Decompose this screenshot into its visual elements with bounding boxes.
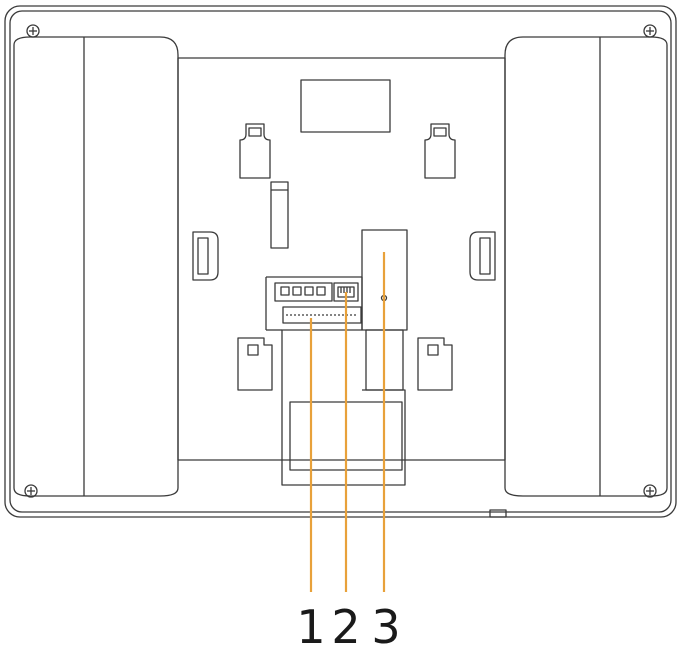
callout-number-2: 2 <box>331 600 360 652</box>
screw-top-left <box>26 24 40 38</box>
callout-number-1: 1 <box>296 600 325 652</box>
terminal-block-connector <box>282 306 362 324</box>
right-lower-clip <box>417 337 453 391</box>
mounting-plate <box>177 57 506 461</box>
right-side-clip <box>469 231 496 281</box>
upper-terminal-strip <box>274 282 333 302</box>
callout-number-3: 3 <box>371 600 400 652</box>
screw-bottom-right <box>643 484 657 498</box>
vertical-slot <box>270 181 289 249</box>
screw-bottom-left <box>24 484 38 498</box>
label-window <box>300 79 391 133</box>
right-hanging-hook <box>424 123 456 179</box>
left-hanging-hook <box>239 123 271 179</box>
bottom-edge-tab <box>489 509 507 518</box>
left-lower-clip <box>237 337 273 391</box>
right-grip-panel <box>504 36 668 497</box>
left-side-clip <box>192 231 219 281</box>
screw-top-right <box>643 24 657 38</box>
device-outer-housing <box>4 5 677 518</box>
left-grip-panel <box>13 36 179 497</box>
device-inner-frame <box>9 10 672 513</box>
